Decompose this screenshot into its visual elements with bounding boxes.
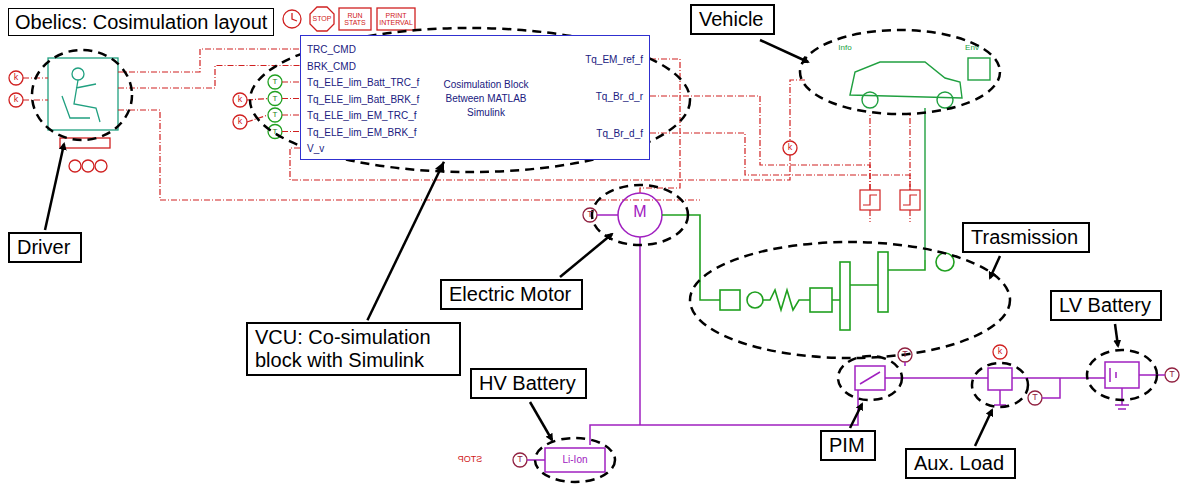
torque-T: T (273, 78, 278, 86)
cosim-block: TRC_CMD BRK_CMD Tq_ELE_lim_Batt_TRC_fTq_EL… (300, 35, 650, 160)
callout-arrow (367, 162, 444, 320)
run-stats-icon: RUN STATS (340, 12, 370, 27)
callout-box: Vehicle (690, 4, 775, 35)
callout-box: VCU: Co-simulation block with Simulink (246, 322, 461, 376)
callout-box: Trasmission (962, 222, 1090, 253)
diagram-title: Obelics: Cosimulation layout (8, 8, 274, 36)
constant-k: k (14, 73, 19, 82)
stop-icon: STOP (458, 455, 482, 464)
signal-name: Tq_ELE_lim_EM_TRC_f (307, 110, 416, 122)
constant-k: k (238, 95, 243, 104)
signal-name: Tq_EM_ref_f (585, 54, 643, 66)
signal-name: Tq_Br_d_r (596, 91, 643, 103)
thermal-T: T (587, 210, 593, 219)
constant-k: k (998, 347, 1003, 356)
constant-k: k (238, 117, 243, 126)
constant-k: k (788, 143, 793, 152)
callout-text: Driver (17, 236, 70, 259)
signal-name: Tq_ELE_lim_Batt_BRK_f (307, 94, 419, 106)
signal-name: V_v (307, 143, 324, 155)
callout-text: Vehicle (699, 8, 764, 31)
signal-name: TRC_CMD (307, 44, 356, 56)
thermal-T: T (517, 455, 523, 464)
callout-text: HV Battery (479, 372, 576, 395)
thermal-T: T (1032, 393, 1038, 402)
callout-text: Trasmission (971, 226, 1078, 249)
torque-T: T (273, 127, 278, 135)
callout-box: LV Battery (1050, 290, 1162, 321)
constant-k: k (14, 95, 19, 104)
callout-box: Aux. Load (905, 448, 1016, 479)
callout-text: VCU: Co-simulation block with Simulink (255, 326, 452, 372)
env-label: Env (965, 44, 979, 52)
stop-icon: STOP (313, 15, 332, 22)
torque-T: T (273, 94, 278, 102)
block-caption: Cosimulation Block Between MATLAB Simuli… (431, 78, 541, 120)
signal-name: BRK_CMD (307, 61, 356, 73)
torque-T: T (273, 111, 278, 119)
callout-text: Aux. Load (914, 452, 1004, 475)
callout-box: Driver (8, 232, 82, 263)
signal-name: Tq_Br_d_f (596, 128, 643, 140)
thermal-T: T (1169, 370, 1175, 379)
thermal-T: T (902, 350, 908, 359)
callout-text: Electric Motor (449, 283, 571, 306)
callout-text: PIM (829, 434, 865, 457)
li-ion-label: Li-Ion (562, 455, 587, 466)
callout-text: LV Battery (1059, 294, 1151, 317)
info-label: Info (838, 44, 851, 52)
signal-name: Tq_ELE_lim_EM_BRK_f (307, 127, 417, 139)
callout-box: Electric Motor (440, 279, 583, 310)
motor-symbol: M (633, 204, 646, 221)
callout-box: PIM (820, 430, 876, 461)
print-interval-icon: PRINT INTERVAL (378, 12, 414, 27)
callout-box: HV Battery (470, 368, 587, 399)
signal-name: Tq_ELE_lim_Batt_TRC_f (307, 77, 419, 89)
